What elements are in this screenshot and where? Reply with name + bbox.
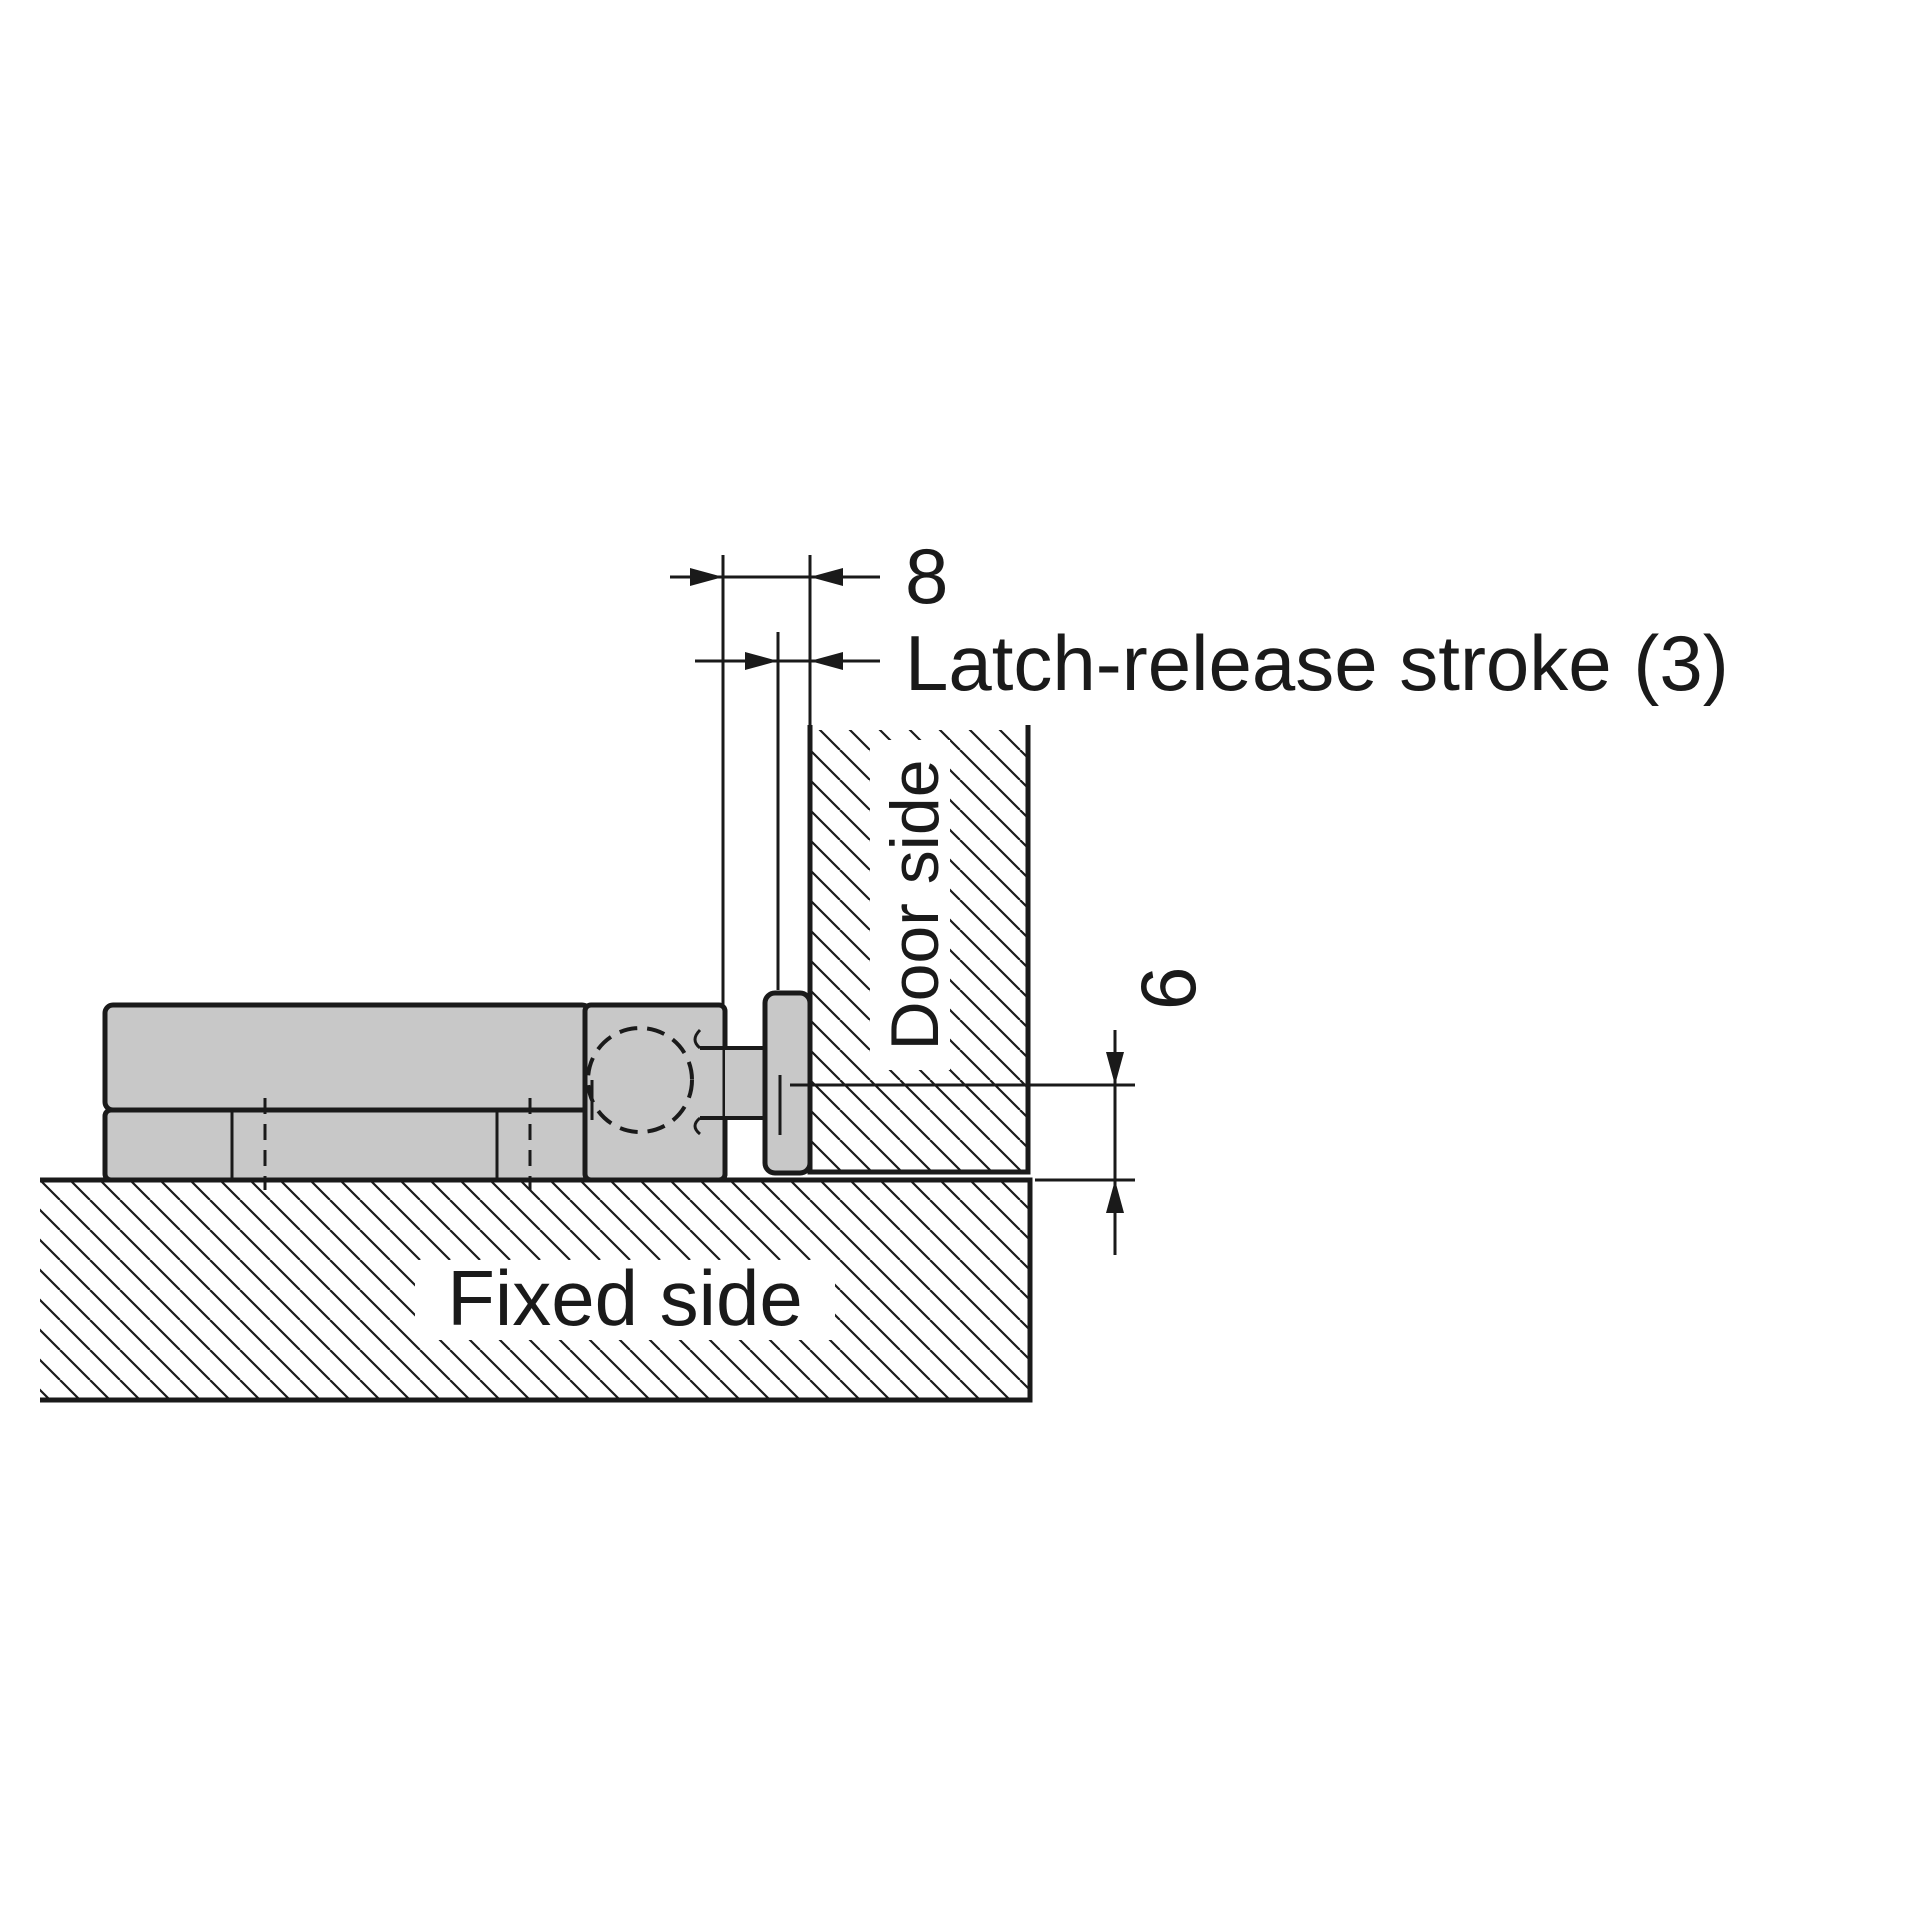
dimension-8-label: 8 — [905, 532, 948, 620]
dimension-9-label: 9 — [1125, 966, 1213, 1009]
latch-striker — [693, 990, 813, 1176]
door-side-panel: Door side — [807, 725, 1031, 1175]
fixed-side-label: Fixed side — [447, 1254, 803, 1342]
latch-body — [102, 1002, 728, 1190]
latch-ball-hidden — [586, 1026, 694, 1134]
dimension-top — [670, 555, 880, 1005]
latch-release-stroke-label: Latch-release stroke (3) — [905, 619, 1729, 707]
door-side-label: Door side — [877, 759, 953, 1050]
fixed-side-block: Fixed side — [40, 1177, 1033, 1403]
dimension-right — [790, 1030, 1135, 1255]
